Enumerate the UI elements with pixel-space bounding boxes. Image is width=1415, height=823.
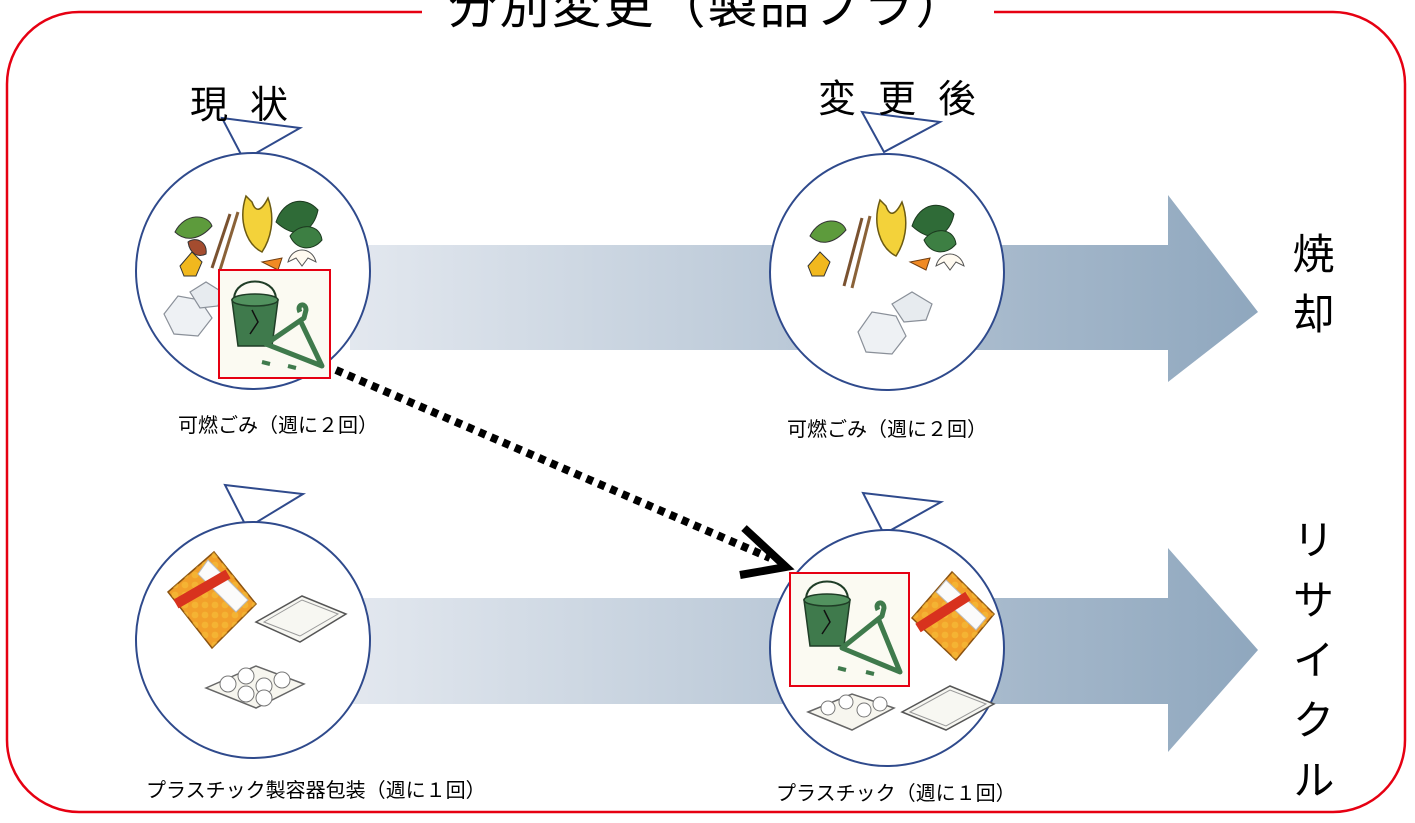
diagram-title: 分別変更（製品プラ） xyxy=(0,0,1415,38)
twig-icon xyxy=(218,211,240,271)
caption-current-burnable: 可燃ごみ（週に２回） xyxy=(178,413,378,437)
caption-current-plastic: プラスチック製容器包装（週に１回） xyxy=(146,778,486,802)
leaf-icon xyxy=(809,220,847,243)
twig-icon xyxy=(210,213,232,269)
callout-after-top xyxy=(860,110,944,154)
leaf-icon xyxy=(179,251,203,277)
heading-after: 変更後 xyxy=(818,77,999,121)
plastic-items-current xyxy=(166,550,348,709)
callout-current-bottom xyxy=(223,483,307,530)
bucket-hanger-current xyxy=(231,280,325,370)
burnable-items-after xyxy=(807,198,965,355)
carrot-peel-icon xyxy=(908,257,931,271)
banana-peel-icon xyxy=(242,194,273,253)
leaf-icon xyxy=(174,216,213,239)
caption-after-burnable: 可燃ごみ（週に２回） xyxy=(787,417,987,441)
label-recycle: リサイクル xyxy=(1286,518,1335,818)
label-incinerate: 焼却 xyxy=(1286,232,1335,352)
caption-after-plastic: プラスチック（週に１回） xyxy=(776,781,1016,805)
crumpled-paper-icon xyxy=(891,291,933,323)
spinach-icon xyxy=(923,230,957,253)
leaf-icon xyxy=(807,251,831,277)
leaf-icon xyxy=(187,239,207,256)
plastic-items-after xyxy=(806,570,996,731)
bucket-icon xyxy=(803,593,851,607)
heading-current: 現状 xyxy=(190,83,311,127)
move-pointer-line xyxy=(334,366,772,562)
hanger-icon xyxy=(263,302,325,369)
eggshell-icon xyxy=(287,249,317,267)
hanger-icon xyxy=(839,600,903,675)
spinach-icon xyxy=(289,226,323,249)
banana-peel-icon xyxy=(876,198,907,257)
twig-icon xyxy=(850,215,872,289)
diagram-title-text: 分別変更（製品プラ） xyxy=(421,0,994,38)
bucket-icon xyxy=(231,293,279,307)
bucket-hanger-after xyxy=(803,580,903,676)
carrot-peel-icon xyxy=(260,257,283,271)
bucket-icon xyxy=(803,599,851,647)
burnable-items-current xyxy=(163,194,323,337)
circle-after-burnable xyxy=(769,153,1005,391)
move-pointer-head xyxy=(739,525,795,579)
twig-icon xyxy=(842,217,864,287)
food-tray-icon xyxy=(900,685,996,731)
callout-current-top xyxy=(220,116,304,162)
circle-current-plastic xyxy=(135,521,371,759)
eggshell-icon xyxy=(935,253,965,271)
callout-after-bottom xyxy=(861,491,945,536)
egg-carton-icon xyxy=(806,693,896,731)
crumpled-paper-icon xyxy=(857,311,907,355)
food-tray-icon xyxy=(254,595,348,643)
